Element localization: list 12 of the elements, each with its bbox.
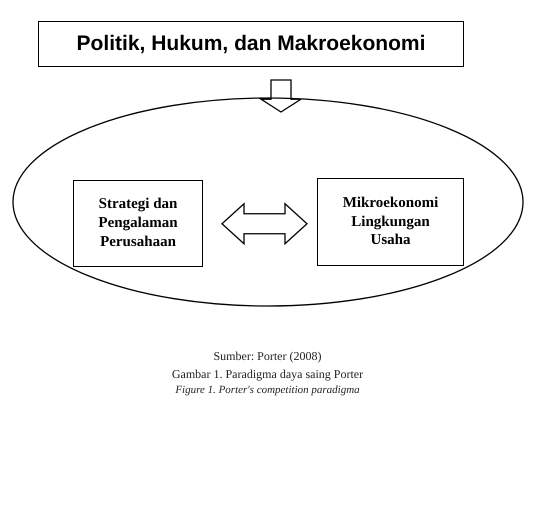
box-text: Strategi dan Pengalaman Perusahaan: [97, 195, 179, 252]
process-box: [73, 180, 203, 267]
caption-text: Sumber: Porter (2008): [212, 349, 322, 364]
heading-box: [38, 21, 464, 67]
block-arrow: [221, 202, 308, 246]
heading-text: Politik, Hukum, dan Makroekonomi: [76, 31, 426, 57]
caption-text: Figure 1. Porter's competition paradigma: [174, 384, 361, 396]
ellipse-shape: [12, 97, 524, 307]
block-arrow: [258, 79, 304, 113]
process-box: [317, 178, 464, 266]
box-text: Mikroekonomi Lingkungan Usaha: [342, 194, 440, 250]
caption-text: Gambar 1. Paradigma daya saing Porter: [170, 367, 364, 382]
